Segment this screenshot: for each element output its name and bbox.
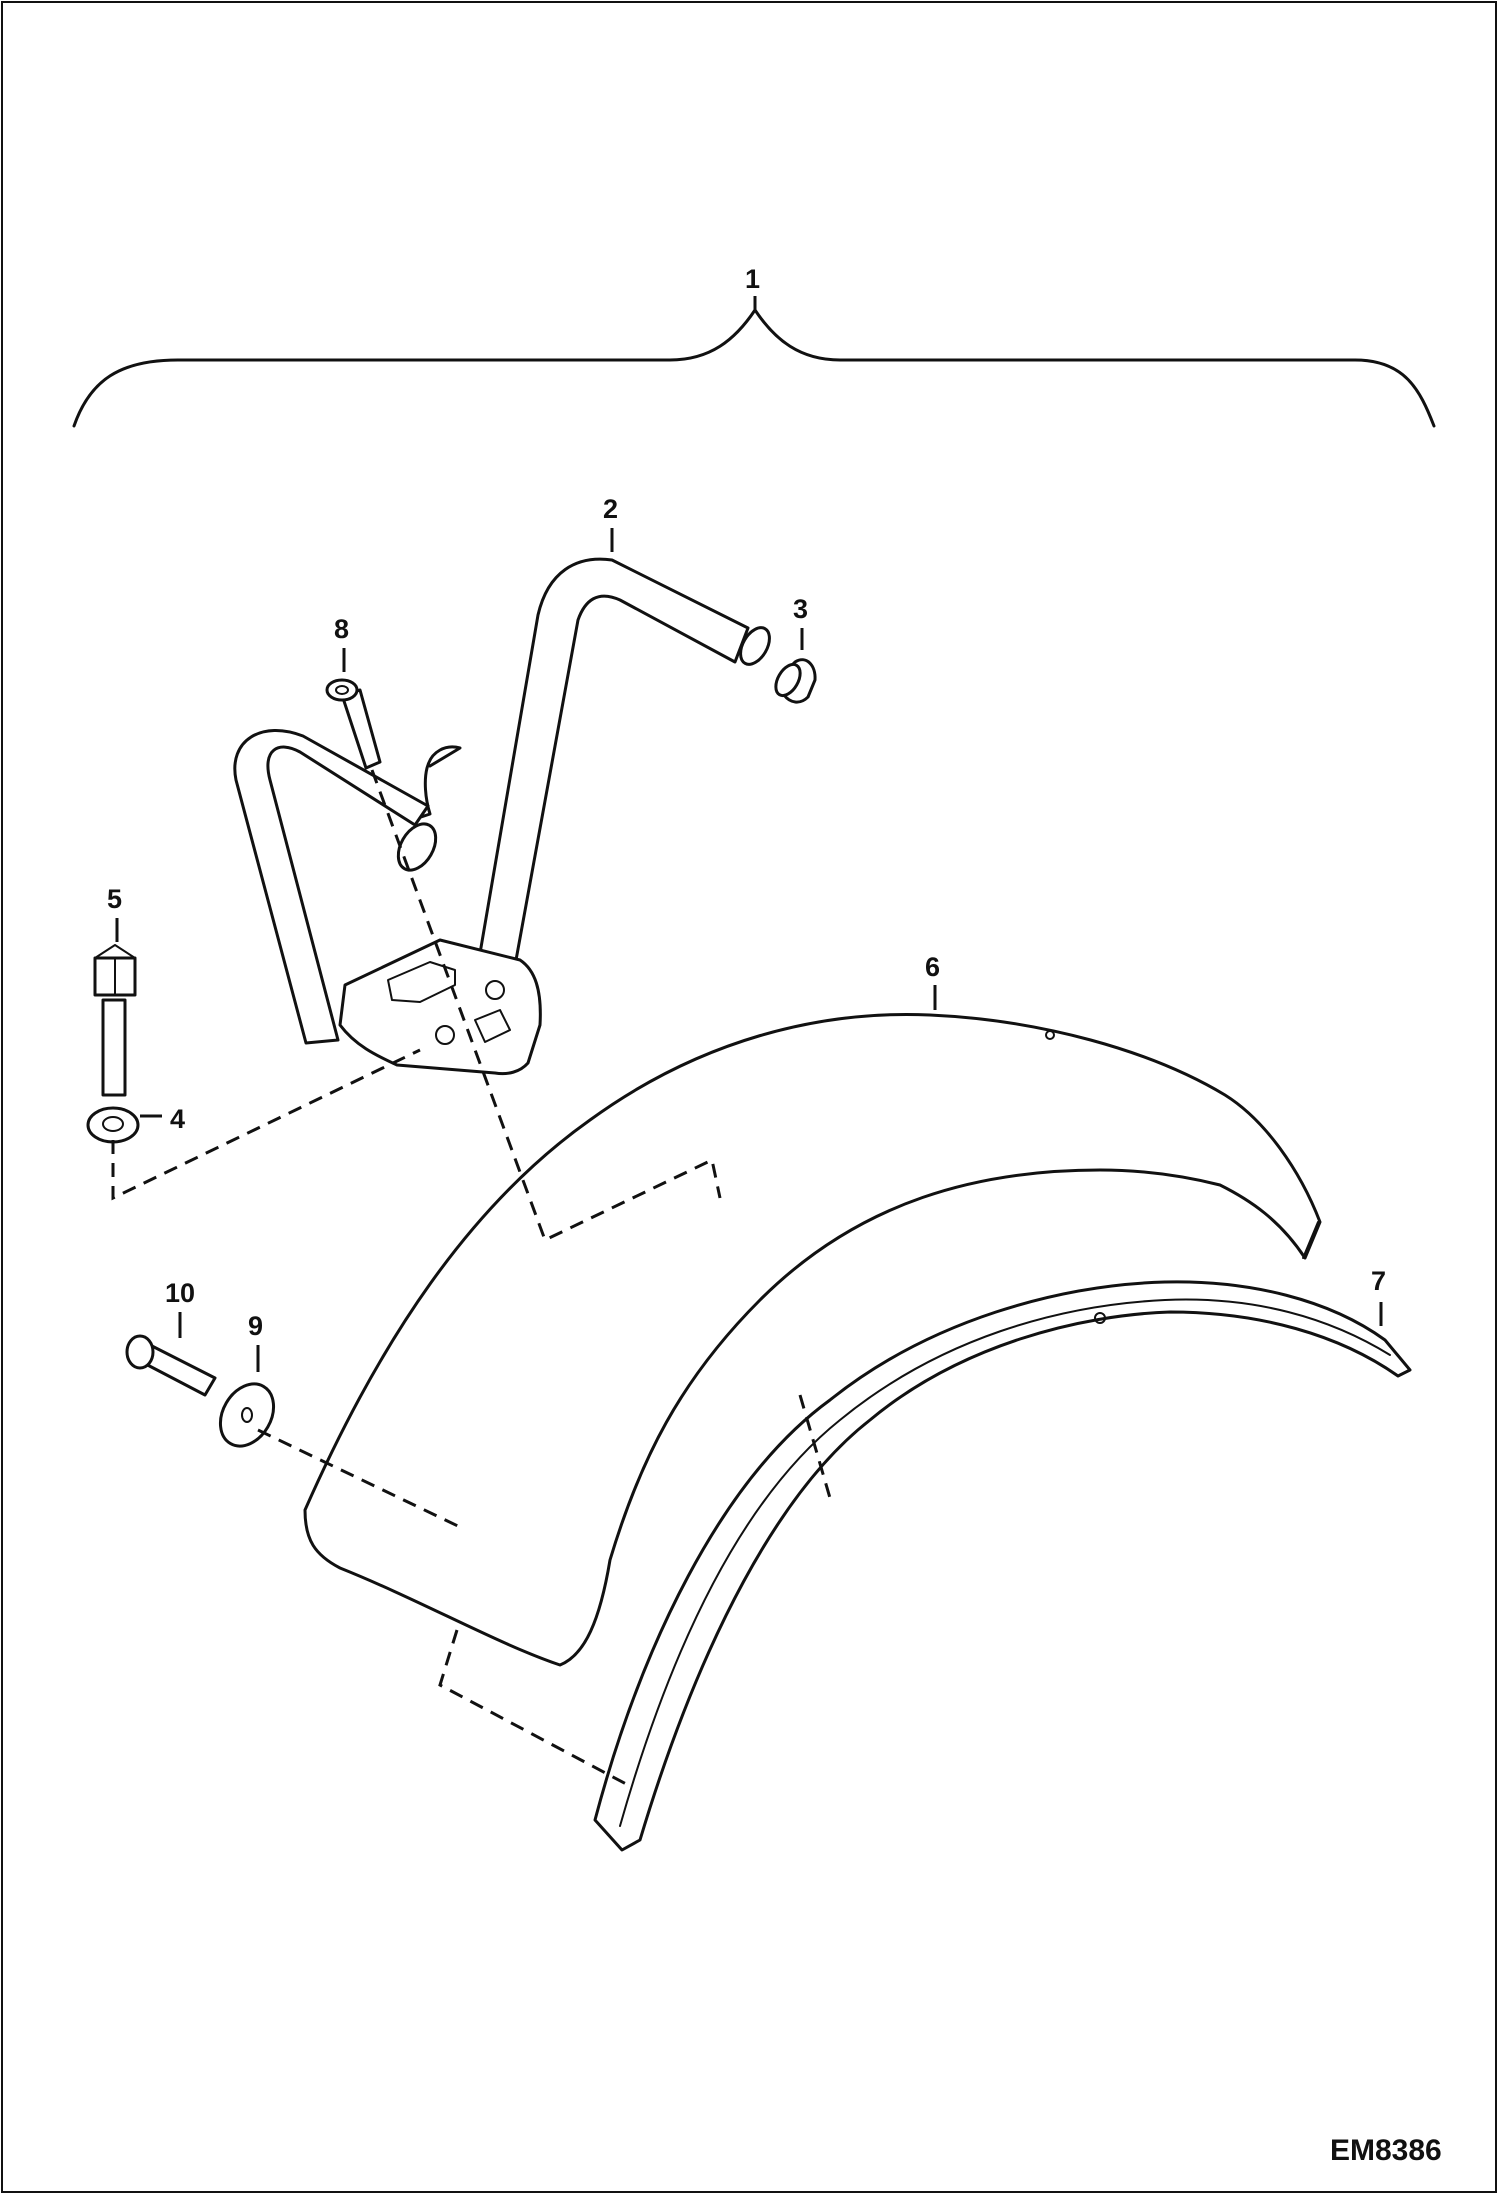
callout-10: 10 [165, 1278, 195, 1308]
figure-reference: EM8386 [1330, 2134, 1442, 2167]
callout-4: 4 [170, 1104, 185, 1134]
pin-part [325, 678, 382, 770]
callout-5: 5 [107, 884, 122, 914]
assembly-brace [72, 308, 1436, 428]
callout-6: 6 [925, 952, 940, 982]
flat-washer-part [218, 1382, 276, 1448]
callout-7: 7 [1371, 1266, 1386, 1296]
callout-8: 8 [334, 614, 349, 644]
assembly-line-strip-top [798, 1394, 832, 1499]
fender-part [303, 1013, 1322, 1667]
assembly-line-strip-bottom [438, 1629, 629, 1787]
callout-2: 2 [603, 494, 618, 524]
plug-cap-part [774, 658, 817, 704]
callout-1: 1 [745, 264, 760, 294]
callout-9: 9 [248, 1311, 263, 1341]
lock-washer-part [86, 1106, 140, 1144]
callout-3: 3 [793, 594, 808, 624]
fender-strip-part [593, 1280, 1412, 1852]
bolt-part [93, 944, 137, 1097]
screw-part [125, 1334, 217, 1397]
assembly-line-bolt [111, 1048, 421, 1201]
bracket-handle-part [233, 557, 771, 1076]
assembly-line-screw [257, 1428, 463, 1530]
